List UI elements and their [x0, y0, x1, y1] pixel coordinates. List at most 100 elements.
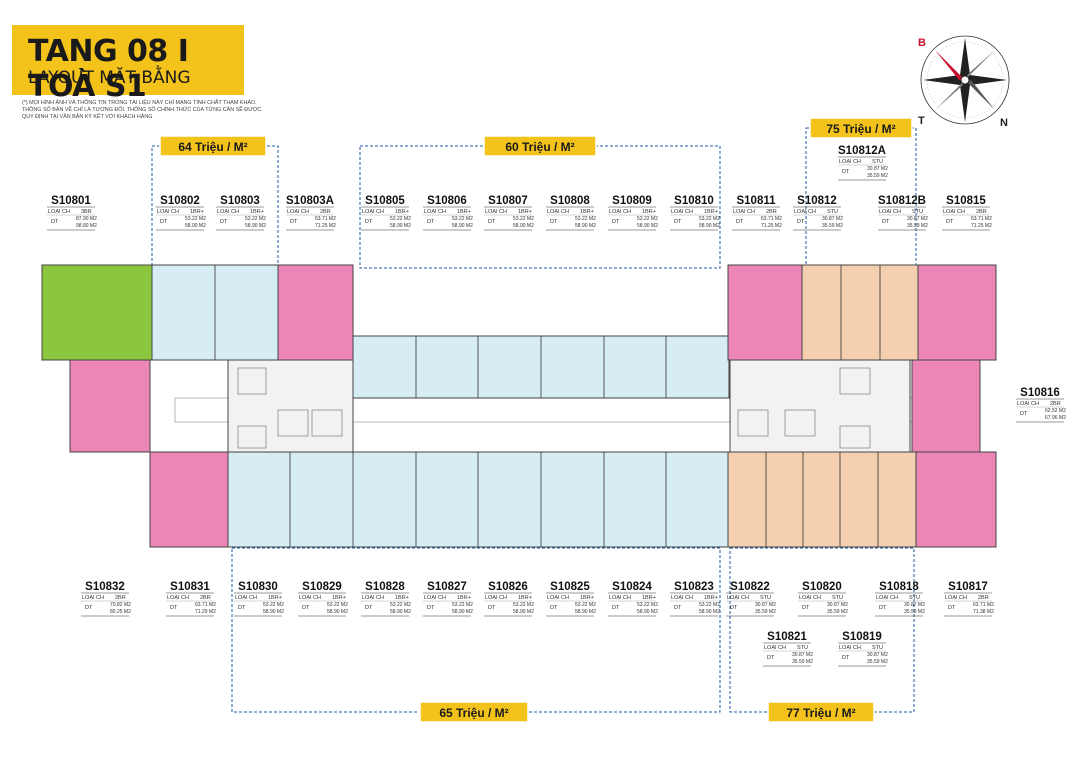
unit-area-label: DT: [674, 219, 682, 225]
unit-area-label: DT: [736, 219, 744, 225]
unit-type-label: LOẠI CH: [839, 159, 861, 165]
unit-area: 30.87 M2: [792, 652, 813, 658]
unit-type: 2BR: [1050, 401, 1061, 407]
unit-type: 1BR+: [395, 595, 409, 601]
unit-type-label: LOẠI CH: [424, 595, 446, 601]
unit-area: 58.90 M2: [699, 223, 720, 229]
unit-type-label: LOẠI CH: [362, 595, 384, 601]
unit-type-label: LOẠI CH: [839, 645, 861, 651]
unit-area: 71.25 M2: [761, 223, 782, 229]
unit-area-label: DT: [427, 219, 435, 225]
unit-area: 58.90 M2: [637, 609, 658, 615]
price-zone-label: 60 Triệu / M²: [505, 140, 574, 154]
unit-code: S10812A: [838, 145, 886, 157]
unit-area-label: DT: [730, 605, 738, 611]
unit-area: 53.22 M2: [699, 602, 720, 608]
unit-code: S10821: [767, 631, 807, 643]
unit-type: STU: [872, 159, 883, 165]
unit-type: 1BR+: [704, 595, 718, 601]
compass-t-label: T: [918, 115, 925, 127]
unit-type: 2BR: [115, 595, 126, 601]
unit-area-label: DT: [946, 219, 954, 225]
unit-area: 58.90 M2: [327, 609, 348, 615]
unit-area-label: DT: [842, 169, 850, 175]
unit-area: 35.59 M2: [792, 659, 813, 665]
unit-type-label: LOẠI CH: [82, 595, 104, 601]
unit-area: 53.22 M2: [390, 216, 411, 222]
unit-code: S10806: [427, 195, 467, 207]
unit-area-label: DT: [365, 219, 373, 225]
unit-area: 58.90 M2: [390, 223, 411, 229]
unit-type: STU: [872, 645, 883, 651]
unit-type: STU: [909, 595, 920, 601]
unit-code: S10828: [365, 581, 405, 593]
unit-type-label: LOẠI CH: [609, 209, 631, 215]
unit-code: S10802: [160, 195, 200, 207]
unit-area: 58.90 M2: [699, 609, 720, 615]
unit-area-label: DT: [302, 605, 310, 611]
unit-area: 35.59 M2: [827, 609, 848, 615]
unit-type: 2BR: [320, 209, 331, 215]
unit-area: 53.22 M2: [637, 216, 658, 222]
compass-icon: B T N: [918, 35, 1010, 129]
compass-b-label: B: [918, 37, 926, 49]
unit-area-label: DT: [948, 605, 956, 611]
unit-area-label: DT: [842, 655, 850, 661]
unit-area: 58.90 M2: [575, 609, 596, 615]
unit-area: 63.71 M2: [973, 602, 994, 608]
building-plan: [41, 264, 997, 548]
unit-type-label: LOẠI CH: [287, 209, 309, 215]
unit-type-label: LOẠI CH: [547, 595, 569, 601]
unit-type-label: LOẠI CH: [799, 595, 821, 601]
unit-type-label: LOẠI CH: [424, 209, 446, 215]
unit-area: 30.87 M2: [867, 166, 888, 172]
price-zone-77: 77 Triệu / M²: [729, 547, 915, 723]
unit-area: 30.87 M2: [822, 216, 843, 222]
unit-area-label: DT: [802, 605, 810, 611]
unit-type: 1BR+: [580, 595, 594, 601]
unit-type-label: LOẠI CH: [671, 595, 693, 601]
unit-type: 1BR+: [642, 209, 656, 215]
unit-type: 1BR+: [395, 209, 409, 215]
unit-area: 53.22 M2: [452, 216, 473, 222]
unit-area-label: DT: [160, 219, 168, 225]
price-zone-75: 75 Triệu / M²: [805, 117, 917, 267]
unit-type: 1BR+: [518, 209, 532, 215]
compass-n-label: N: [1000, 117, 1008, 129]
price-zone-label: 65 Triệu / M²: [439, 706, 508, 720]
price-zone-label: 75 Triệu / M²: [826, 122, 895, 136]
unit-code: S10803A: [286, 195, 334, 207]
unit-type: 1BR+: [704, 209, 718, 215]
unit-type: 1BR+: [268, 595, 282, 601]
unit-area-label: DT: [220, 219, 228, 225]
unit-code: S10824: [612, 581, 652, 593]
unit-code: S10830: [238, 581, 278, 593]
unit-area: 35.59 M2: [822, 223, 843, 229]
unit-type: 2BR: [978, 595, 989, 601]
unit-type: 1BR+: [518, 595, 532, 601]
unit-type-label: LOẠI CH: [727, 595, 749, 601]
unit-type-label: LOẠI CH: [794, 209, 816, 215]
unit-type-label: LOẠI CH: [48, 209, 70, 215]
unit-code: S10827: [427, 581, 467, 593]
unit-area-label: DT: [290, 219, 298, 225]
unit-area: 71.29 M2: [195, 609, 216, 615]
unit-type-label: LOẠI CH: [235, 595, 257, 601]
unit-type: 1BR+: [580, 209, 594, 215]
